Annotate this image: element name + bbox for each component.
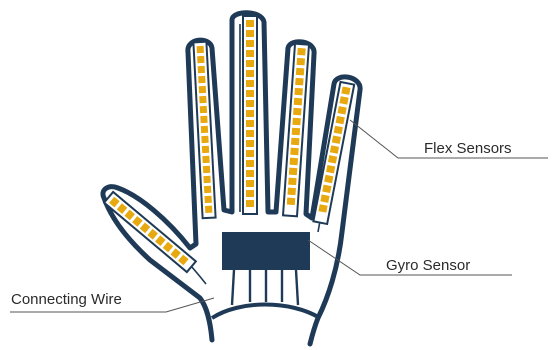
flex-sensor-middle [243,16,257,214]
connecting-wires [232,270,298,305]
flex-sensors-label: Flex Sensors [424,141,512,156]
gyro-sensor [222,232,310,270]
connecting-wire-label: Connecting Wire [11,292,122,307]
wrist-cuff [212,305,320,319]
gyro-sensor-label: Gyro Sensor [386,258,470,273]
